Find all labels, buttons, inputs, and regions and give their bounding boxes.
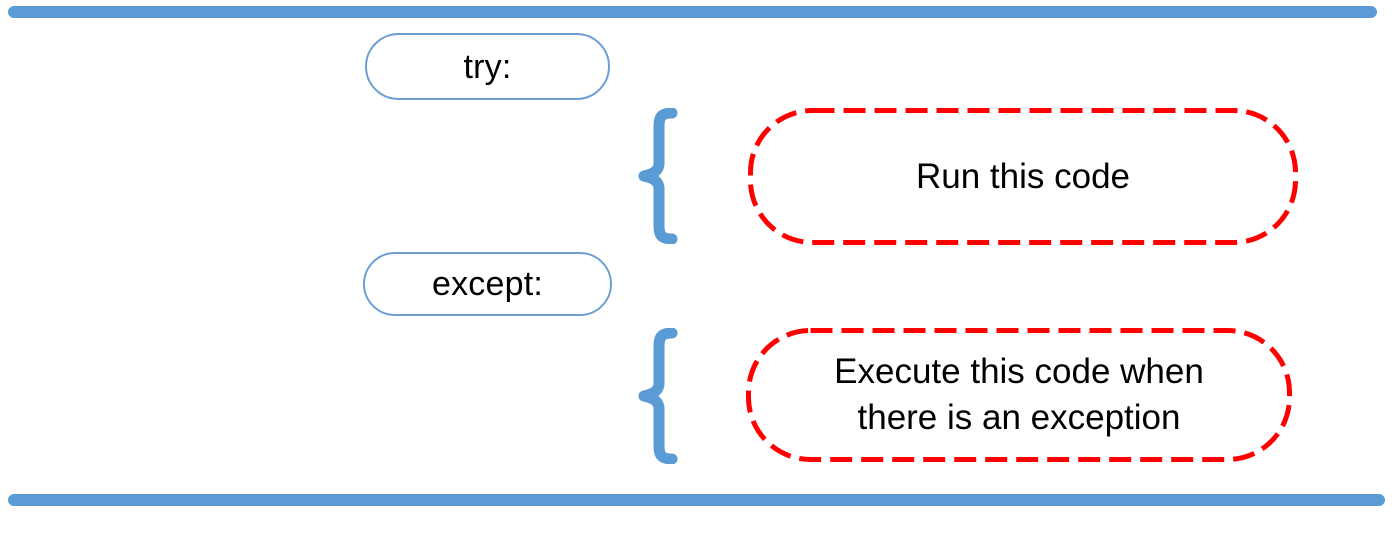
code-block-exception-handler-text: Execute this code when there is an excep… [834, 352, 1204, 437]
keyword-pill-except[interactable]: except: [363, 252, 612, 316]
code-block-run[interactable]: Run this code [748, 108, 1298, 245]
keyword-pill-try[interactable]: try: [365, 33, 610, 100]
top-divider-rule [8, 6, 1377, 18]
bottom-divider-rule [8, 494, 1385, 506]
curly-brace-icon-try [634, 108, 680, 244]
code-block-exception-handler[interactable]: Execute this code when there is an excep… [746, 328, 1292, 462]
keyword-pill-except-label: except: [431, 265, 544, 303]
curly-brace-icon-except [634, 328, 680, 464]
keyword-pill-try-label: try: [463, 47, 512, 86]
code-block-run-text: Run this code [915, 156, 1131, 196]
